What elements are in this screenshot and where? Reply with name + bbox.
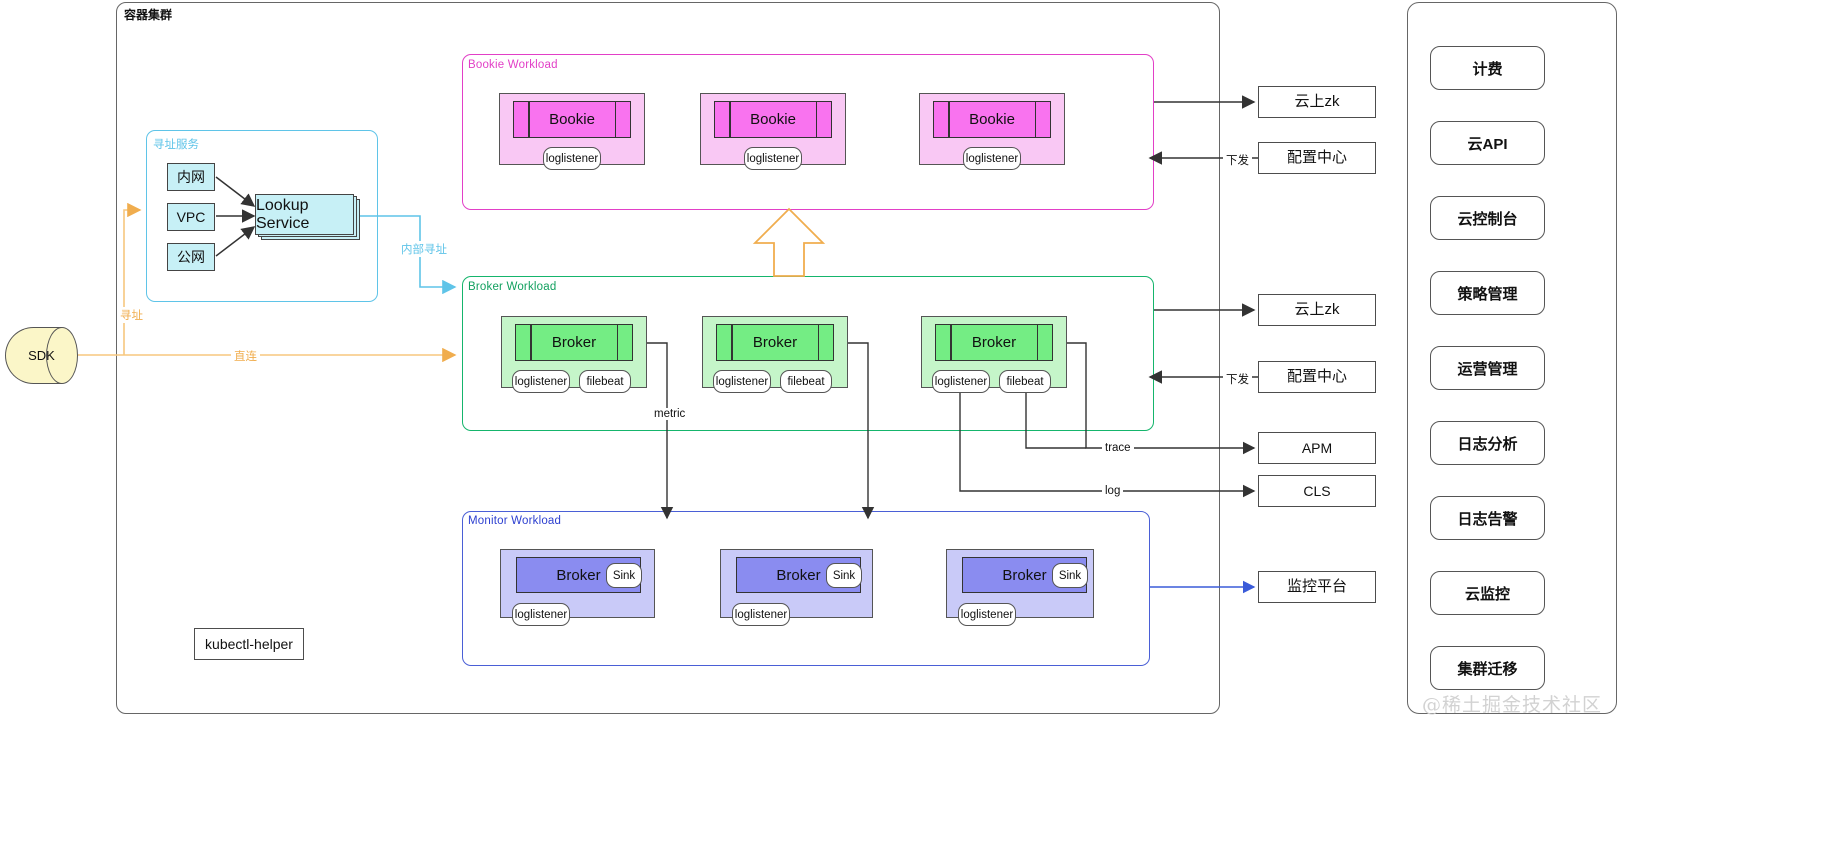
monitor-container-2-label: Broker (776, 566, 821, 584)
panel-item-policy-management[interactable]: 策略管理 (1430, 271, 1545, 315)
external-service-config-center-1: 配置中心 (1258, 142, 1376, 174)
broker-container-1-label: Broker (551, 334, 597, 351)
bookie-container-1-label: Bookie (549, 111, 595, 128)
edge-label-push-down-1: 下发 (1223, 152, 1252, 168)
watermark: @稀土掘金技术社区 (1422, 694, 1603, 716)
kubectl-helper-node: kubectl-helper (194, 628, 304, 660)
panel-item-log-analysis[interactable]: 日志分析 (1430, 421, 1545, 465)
platform-capabilities-panel (1407, 2, 1617, 714)
bookie-container-1: Bookie (513, 101, 631, 138)
edge-label-direct-connect: 直连 (231, 348, 260, 364)
panel-item-cloud-console[interactable]: 云控制台 (1430, 196, 1545, 240)
bookie-pod-3-loglistener: loglistener (963, 147, 1021, 170)
panel-item-cloud-monitoring[interactable]: 云监控 (1430, 571, 1545, 615)
container-cluster-title: 容器集群 (124, 8, 173, 22)
panel-item-billing[interactable]: 计费 (1430, 46, 1545, 90)
external-service-apm: APM (1258, 432, 1376, 464)
broker-pod-1-filebeat: filebeat (579, 370, 631, 393)
edge-label-trace: trace (1102, 442, 1134, 454)
addressing-input-public: 公网 (167, 243, 215, 271)
addressing-service-title: 寻址服务 (153, 139, 199, 151)
external-service-cloud-zk-1: 云上zk (1258, 86, 1376, 118)
addressing-input-vpc: VPC (167, 203, 215, 231)
external-service-cloud-zk-2: 云上zk (1258, 294, 1376, 326)
sdk-cylinder: SDK (5, 327, 78, 384)
broker-pod-3-filebeat: filebeat (999, 370, 1051, 393)
broker-pod-1-loglistener: loglistener (512, 370, 570, 393)
monitor-workload-label: Monitor Workload (468, 515, 562, 527)
panel-item-cluster-migration[interactable]: 集群迁移 (1430, 646, 1545, 690)
broker-container-3-label: Broker (971, 334, 1017, 351)
broker-container-2-label: Broker (752, 334, 798, 351)
monitor-container-1-label: Broker (556, 566, 601, 584)
monitor-pod-2-sink: Sink (826, 563, 862, 588)
panel-item-operations-management[interactable]: 运营管理 (1430, 346, 1545, 390)
edge-label-addressing: 寻址 (117, 307, 146, 323)
broker-pod-3-loglistener: loglistener (932, 370, 990, 393)
broker-container-2: Broker (716, 324, 834, 361)
broker-container-3: Broker (935, 324, 1053, 361)
edge-label-push-down-2: 下发 (1223, 371, 1252, 387)
sdk-cylinder-cap (46, 327, 78, 384)
broker-pod-2-filebeat: filebeat (780, 370, 832, 393)
monitor-pod-3-loglistener: loglistener (958, 603, 1016, 626)
external-service-cls: CLS (1258, 475, 1376, 507)
external-service-config-center-2: 配置中心 (1258, 361, 1376, 393)
monitor-container-3-label: Broker (1002, 566, 1047, 584)
monitor-pod-2-loglistener: loglistener (732, 603, 790, 626)
edge-label-log: log (1102, 485, 1124, 497)
lookup-service-node: Lookup Service (255, 194, 354, 235)
external-service-monitor-platform: 监控平台 (1258, 571, 1376, 603)
bookie-container-2-label: Bookie (750, 111, 796, 128)
monitor-pod-1-sink: Sink (606, 563, 642, 588)
broker-workload-label: Broker Workload (468, 281, 557, 293)
panel-item-cloud-api[interactable]: 云API (1430, 121, 1545, 165)
monitor-pod-3-sink: Sink (1052, 563, 1088, 588)
addressing-input-intranet: 内网 (167, 163, 215, 191)
lookup-service-stack: Lookup Service (255, 194, 360, 240)
monitor-pod-1-loglistener: loglistener (512, 603, 570, 626)
bookie-container-2: Bookie (714, 101, 832, 138)
bookie-pod-1-loglistener: loglistener (543, 147, 601, 170)
edge-label-metric: metric (651, 408, 689, 420)
bookie-workload-label: Bookie Workload (468, 59, 558, 71)
broker-pod-2-loglistener: loglistener (713, 370, 771, 393)
bookie-pod-2-loglistener: loglistener (744, 147, 802, 170)
panel-item-log-alarm[interactable]: 日志告警 (1430, 496, 1545, 540)
sdk-label: SDK (28, 348, 55, 363)
edge-label-internal-lookup: 内部寻址 (398, 241, 450, 257)
bookie-container-3-label: Bookie (969, 111, 1015, 128)
broker-container-1: Broker (515, 324, 633, 361)
bookie-container-3: Bookie (933, 101, 1051, 138)
